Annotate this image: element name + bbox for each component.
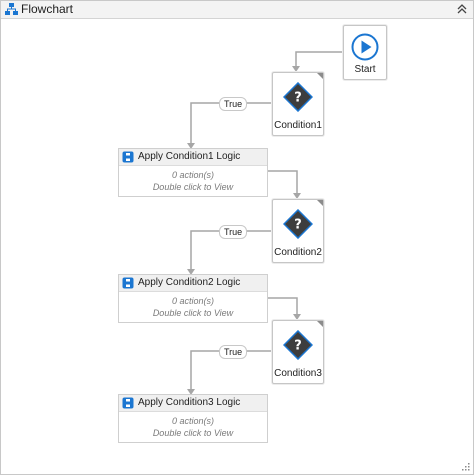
decision-icon: ?	[283, 209, 313, 239]
sequence-title: Apply Condition3 Logic	[138, 397, 241, 408]
condition-label: Condition1	[274, 120, 322, 131]
arrow-seq1	[187, 143, 195, 149]
svg-text:?: ?	[294, 339, 302, 354]
connector-label-true[interactable]: True	[219, 345, 248, 359]
play-icon	[351, 33, 379, 61]
svg-text:?: ?	[294, 218, 302, 233]
wire-seq1-to-condition2	[267, 170, 298, 193]
condition-label: Condition2	[274, 247, 322, 258]
designer-header: Flowchart	[1, 1, 473, 19]
wire-start-to-condition1	[295, 51, 349, 66]
sequence-activity-3[interactable]: Apply Condition3 Logic 0 action(s) Doubl…	[118, 394, 268, 443]
start-node[interactable]: Start	[343, 25, 387, 80]
wire-seq2-to-condition3	[267, 297, 298, 314]
node-corner-marker	[317, 73, 323, 79]
sequence-action-count: 0 action(s)	[171, 170, 215, 180]
sequence-hint: Double click to View	[152, 182, 234, 192]
designer-title: Flowchart	[21, 2, 74, 16]
sequence-activity-2[interactable]: Apply Condition2 Logic 0 action(s) Doubl…	[118, 274, 268, 323]
decision-icon: ?	[283, 330, 313, 360]
arrow-condition3	[293, 314, 301, 320]
resize-grip-icon[interactable]	[461, 462, 470, 471]
sequence-title: Apply Condition2 Logic	[138, 277, 241, 288]
sequence-title: Apply Condition1 Logic	[138, 151, 241, 162]
sequence-icon	[122, 277, 134, 289]
arrow-condition1	[292, 66, 300, 72]
condition-node-1[interactable]: ? Condition1	[272, 72, 324, 136]
node-corner-marker	[317, 321, 323, 327]
flowchart-icon	[5, 3, 18, 15]
sequence-action-count: 0 action(s)	[171, 416, 215, 426]
sequence-header: Apply Condition2 Logic	[119, 275, 267, 292]
condition-node-2[interactable]: ? Condition2	[272, 199, 324, 263]
arrow-seq3	[187, 389, 195, 395]
sequence-hint: Double click to View	[152, 428, 234, 438]
start-label: Start	[354, 64, 376, 75]
sequence-hint: Double click to View	[152, 308, 234, 318]
node-corner-marker	[317, 200, 323, 206]
sequence-activity-1[interactable]: Apply Condition1 Logic 0 action(s) Doubl…	[118, 148, 268, 197]
collapse-icon[interactable]	[455, 2, 469, 16]
connector-label-true[interactable]: True	[219, 225, 248, 239]
sequence-icon	[122, 151, 134, 163]
arrow-seq2	[187, 269, 195, 275]
svg-text:?: ?	[294, 91, 302, 106]
sequence-action-count: 0 action(s)	[171, 296, 215, 306]
condition-node-3[interactable]: ? Condition3	[272, 320, 324, 384]
flowchart-canvas[interactable]: Start ? Condition1 ? Condition2 ?	[1, 19, 473, 474]
sequence-icon	[122, 397, 134, 409]
condition-label: Condition3	[274, 368, 322, 379]
decision-icon: ?	[283, 82, 313, 112]
sequence-header: Apply Condition1 Logic	[119, 149, 267, 166]
connector-label-true[interactable]: True	[219, 97, 248, 111]
sequence-header: Apply Condition3 Logic	[119, 395, 267, 412]
arrow-condition2	[293, 193, 301, 199]
